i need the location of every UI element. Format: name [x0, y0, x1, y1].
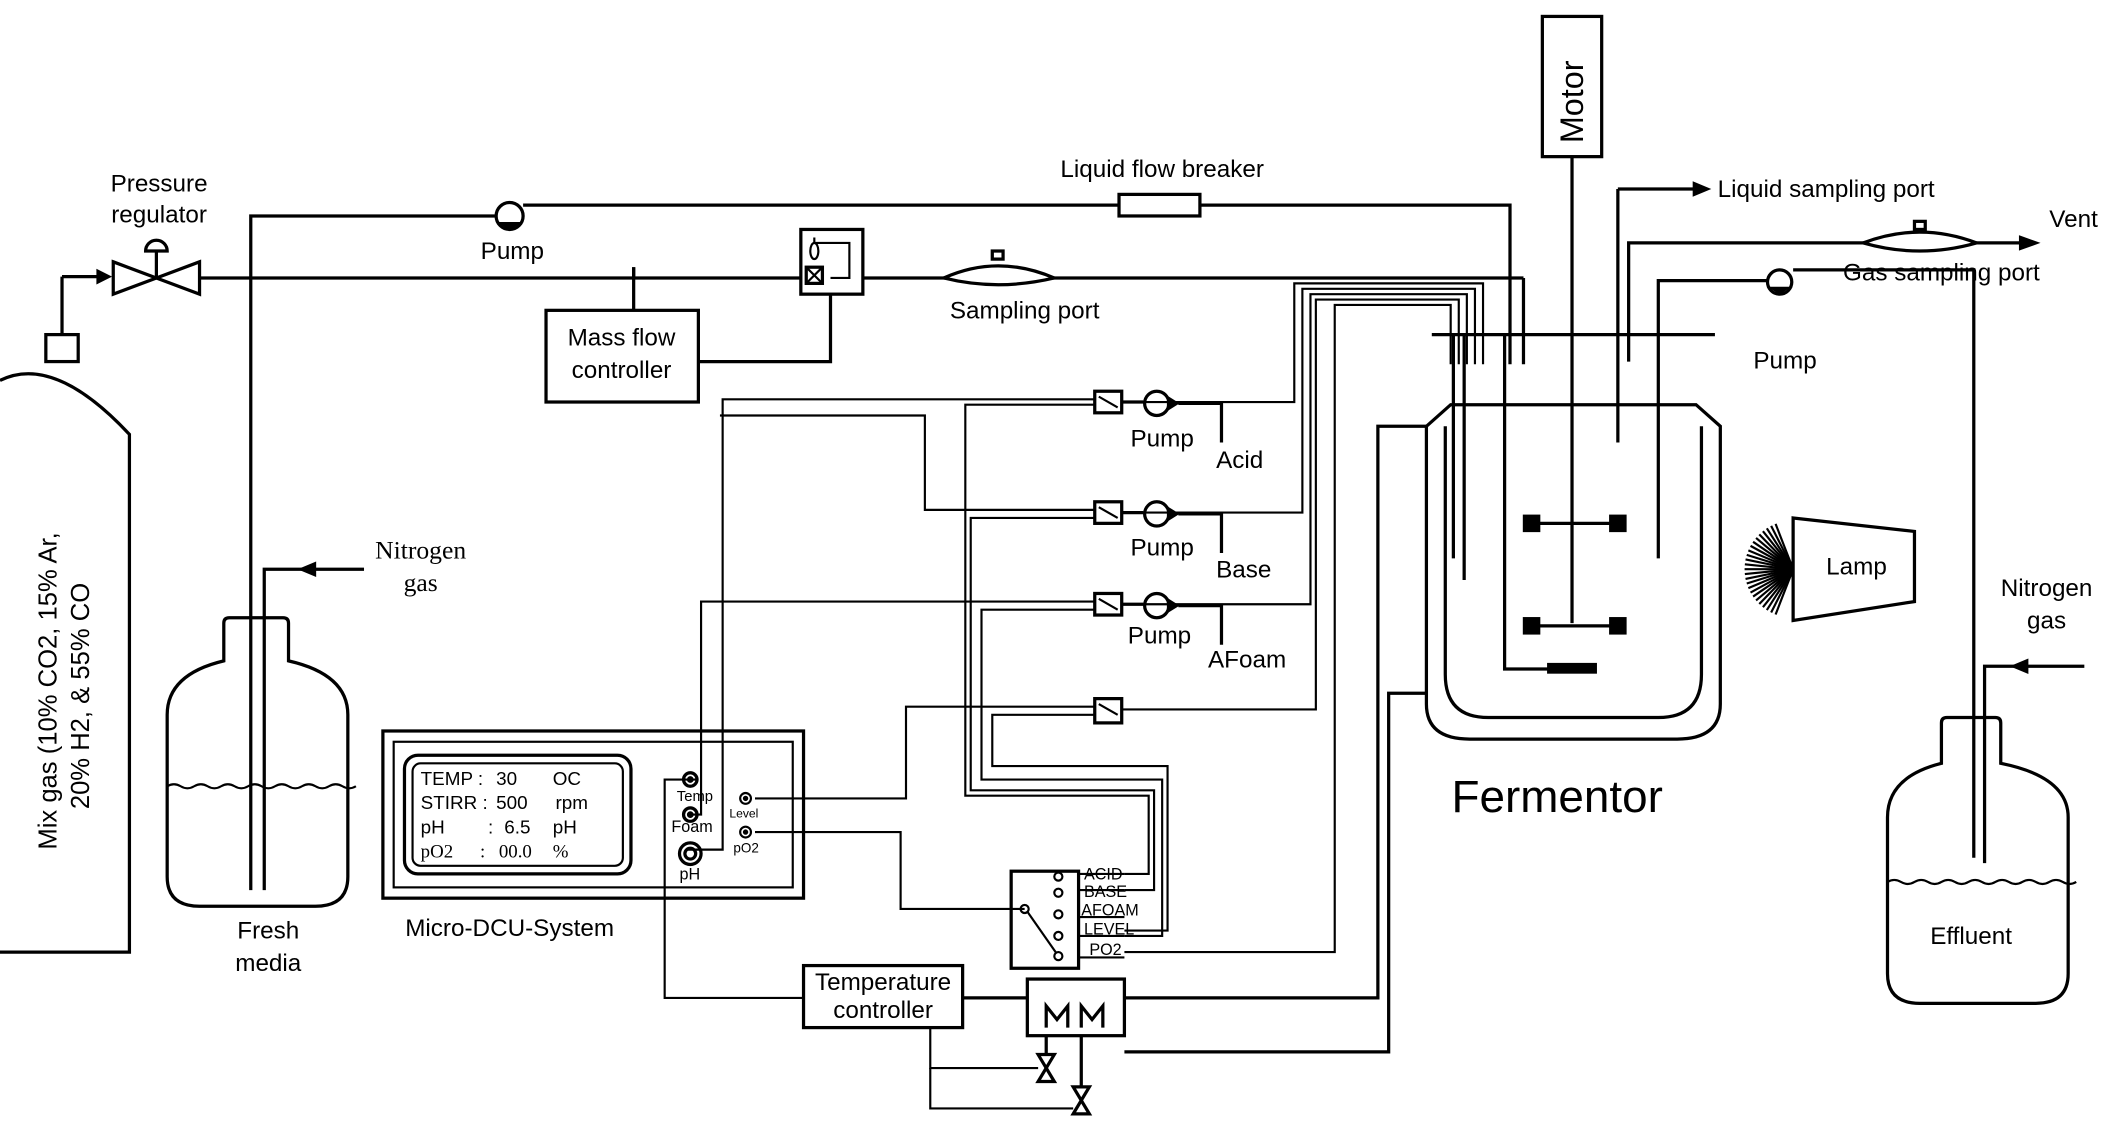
sampling-port-label: Sampling port [950, 297, 1100, 324]
gas-sampling-port-label: Gas sampling port [1843, 260, 2040, 287]
stirr-unit: rpm [555, 792, 587, 813]
ph-value: 6.5 [504, 816, 530, 837]
micro-dcu-label: Micro-DCU-System [405, 915, 614, 942]
pump-top-label: Pump [481, 238, 544, 265]
pressure-regulator-label-line1: Pressure [111, 171, 208, 198]
mass-flow-controller-label-line1: Mass flow [568, 324, 676, 351]
port-foam-label: Foam [671, 818, 712, 836]
base-label: Base [1216, 556, 1271, 583]
temp-unit: OC [553, 768, 581, 789]
nitrogen-right-label-line1: Nitrogen [2001, 575, 2093, 602]
switch-label-afoam: AFOAM [1081, 902, 1138, 920]
temperature-controller-label-line2: controller [833, 997, 933, 1024]
switch-label-level: LEVEL [1084, 921, 1134, 939]
switch-labels: ACID BASE AFOAM LEVEL PO2 [1081, 865, 1138, 959]
micro-dcu-system [381, 729, 806, 900]
ph-unit: pH [553, 816, 577, 837]
pump-afoam-label: Pump [1128, 622, 1191, 649]
port-level-label: Level [729, 806, 758, 820]
switch-label-base: BASE [1084, 883, 1127, 901]
selector-switch-box [1009, 869, 1125, 970]
heat-exchanger [1025, 977, 1127, 1116]
ph-label: pH [421, 816, 445, 837]
switch-label-acid: ACID [1084, 865, 1123, 883]
fermentor-label: Fermentor [1452, 771, 1663, 822]
po2-colon: : [480, 842, 485, 863]
mix-gas-label-line2: 20% H2, & 55% CO [67, 583, 95, 809]
pump-base-label: Pump [1130, 535, 1193, 562]
vent-label: Vent [2049, 206, 2098, 233]
mass-flow-controller-label-line2: controller [572, 357, 672, 384]
liquid-flow-breaker-label: Liquid flow breaker [1060, 156, 1264, 183]
level-relay [1093, 697, 1124, 725]
port-ph-label: pH [680, 865, 701, 883]
dcu-display: TEMP : 30 OC STIRR : 500 rpm pH : 6.5 pH… [421, 768, 588, 863]
fermentor-vessel [1424, 189, 1722, 741]
temp-label: TEMP : [421, 768, 484, 789]
lamp-ray [1774, 523, 1795, 570]
gas-sampling-port [1858, 230, 1982, 253]
lamp [1744, 516, 1917, 623]
pressure-regulator-valve [111, 238, 202, 297]
lamp-label: Lamp [1826, 554, 1887, 581]
afoam-label: AFoam [1208, 647, 1286, 674]
pressure-regulator-label-line2: regulator [111, 202, 207, 229]
nitrogen-left-label-line2: gas [404, 568, 438, 597]
po2-unit: % [553, 842, 569, 863]
fresh-media-label-line1: Fresh [237, 918, 299, 945]
po2-label: pO2 [421, 842, 453, 863]
port-po2-label: pO2 [733, 840, 758, 855]
mass-flow-controller-box [544, 308, 700, 404]
fresh-media-label-line2: media [235, 950, 302, 977]
port-temp-label: Temp [677, 789, 713, 805]
flow-meter [799, 227, 865, 296]
stirr-label: STIRR : [421, 792, 488, 813]
stirr-value: 500 [496, 792, 527, 813]
switch-label-po2: PO2 [1089, 941, 1121, 959]
liquid-sampling-port-label: Liquid sampling port [1718, 176, 1935, 203]
po2-value: 00.0 [499, 842, 532, 863]
gas-cylinder [0, 268, 132, 954]
acid-label: Acid [1216, 447, 1263, 474]
temp-value: 30 [496, 768, 517, 789]
motor-box [1540, 14, 1604, 159]
effluent-label: Effluent [1930, 923, 2012, 950]
effluent-bottle [1885, 658, 2085, 1005]
pump-acid-label: Pump [1130, 426, 1193, 453]
fresh-media-bottle [165, 561, 365, 908]
motor-label: Motor [1554, 60, 1590, 143]
sampling-port [938, 249, 1060, 287]
liquid-flow-breaker [1117, 192, 1202, 218]
pump-right-label: Pump [1753, 347, 1816, 374]
nitrogen-right-label-line2: gas [2027, 608, 2066, 635]
mix-gas-label-line1: Mix gas (10% CO2, 15% Ar, [35, 532, 63, 849]
ph-colon: : [488, 816, 493, 837]
nitrogen-left-label-line1: Nitrogen [375, 535, 466, 564]
temperature-controller-label-line1: Temperature [815, 969, 951, 996]
